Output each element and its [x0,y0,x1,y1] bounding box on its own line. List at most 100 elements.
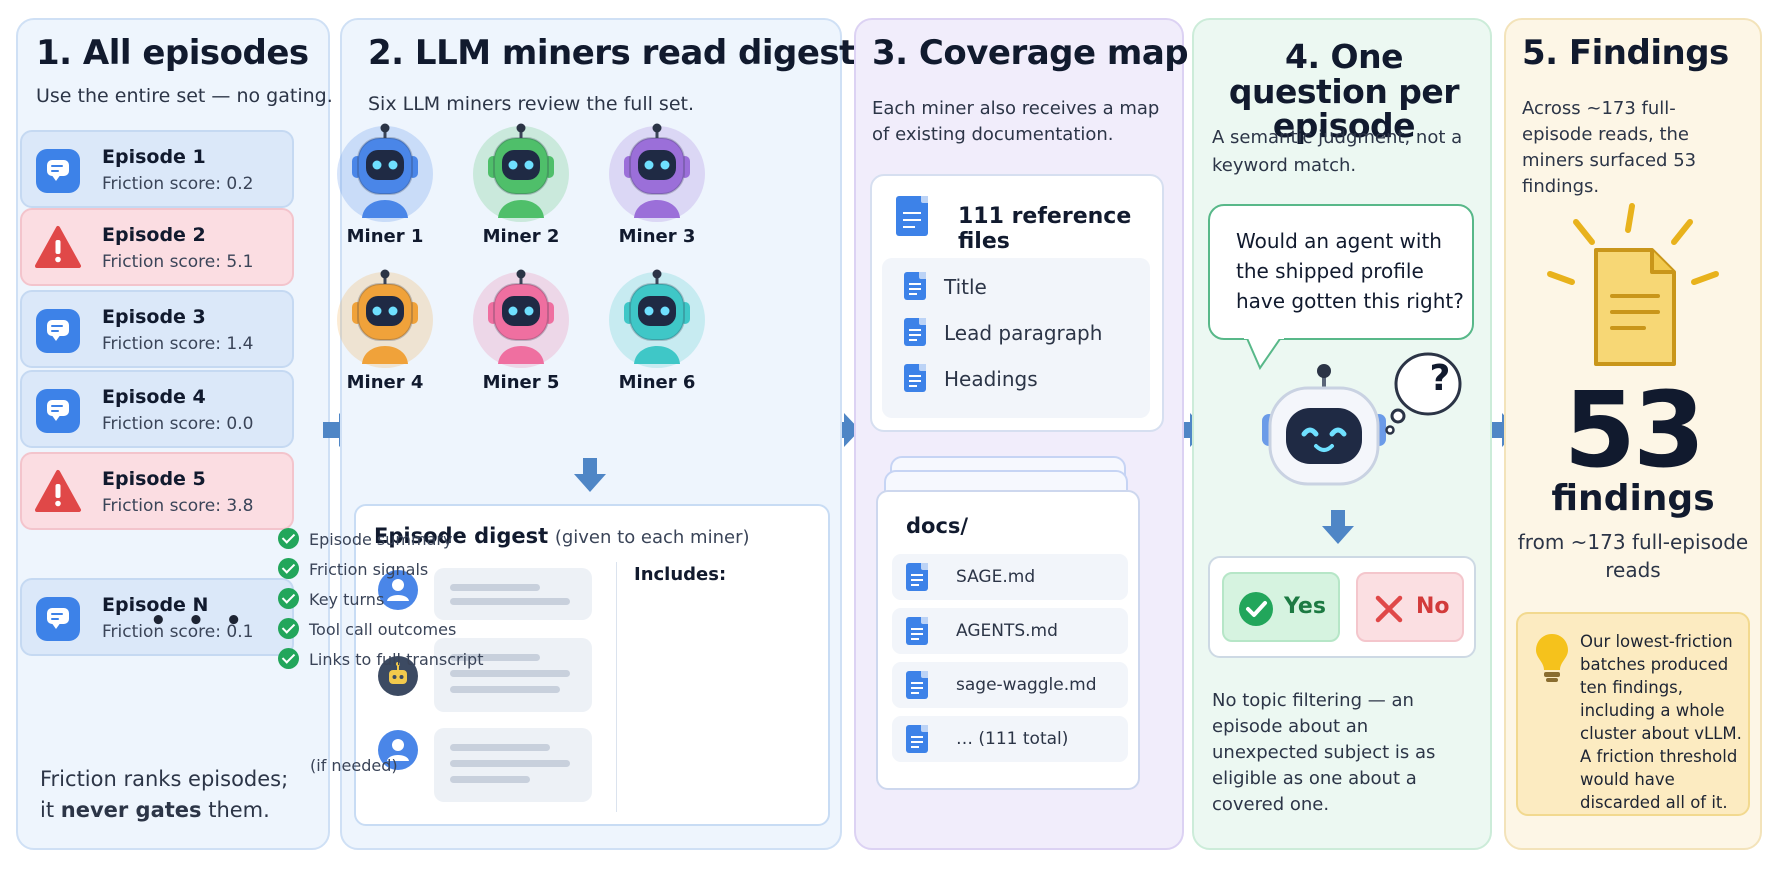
check-icon [278,588,299,609]
panel-subtitle: A semantic judgment, not a keyword match… [1212,127,1463,176]
miner-robot: Miner 3 [602,122,712,252]
footer-bold: never gates [60,798,202,822]
thought-bubble-icon [1385,352,1462,435]
message-placeholder [434,728,592,802]
message-placeholder [434,568,592,620]
docs-file[interactable]: SAGE.md [892,554,1128,600]
panel-title: 1. All episodes [36,33,309,73]
chat-icon [36,309,80,353]
docs-file-name: … (111 total) [956,729,1069,749]
miner-robot: Miner 2 [466,122,576,252]
miner-label: Miner 3 [618,226,696,247]
document-icon [904,364,926,392]
lightbulb-icon [1536,634,1568,682]
chat-message-user [378,728,598,808]
no-label: No [1416,594,1450,619]
episode-card[interactable]: Episode 1 Friction score: 0.2 [20,130,294,208]
reference-item: Title [904,272,987,300]
includes-item: Episode summary [278,526,452,553]
warning-icon [35,226,81,268]
miner-label: Miner 5 [482,372,560,393]
reference-item: Lead paragraph [904,318,1102,346]
message-placeholder [434,638,592,712]
miner-robot: Miner 1 [330,122,440,252]
yes-option: Yes [1222,572,1340,642]
panel-subtitle: Six LLM miners review the full set. [368,93,694,115]
robot-icon [337,269,433,368]
reference-item-label: Title [944,275,987,299]
ellipsis: • • • [150,606,248,636]
miner-label: Miner 2 [482,226,560,247]
includes-item-label: Key turns [309,590,385,609]
docs-file[interactable]: AGENTS.md [892,608,1128,654]
question-text: Would an agent with the shipped profile … [1236,229,1464,313]
includes-item-label: Links to full transcript [309,650,484,669]
digest-title: Episode digest [374,524,549,548]
episode-friction-score: Friction score: 0.1 [102,622,254,642]
docs-file[interactable]: … (111 total) [892,716,1128,762]
docs-file-name: sage-waggle.md [956,675,1097,695]
robot-icon [609,269,705,368]
document-icon [904,272,926,300]
includes-item-label: Tool call outcomes [309,620,457,639]
miner-label: Miner 6 [618,372,696,393]
chat-icon [36,389,80,433]
findings-document-icon [1547,203,1719,366]
findings-label: findings [1551,478,1715,519]
includes-item: Tool call outcomes [278,616,456,643]
document-icon [896,196,928,236]
check-icon [278,648,299,669]
divider [616,562,617,812]
episode-friction-score: Friction score: 0.2 [102,174,254,194]
panel-title: 5. Findings [1522,33,1729,73]
docs-file[interactable]: sage-waggle.md [892,662,1128,708]
document-icon [904,318,926,346]
arrow-down-icon [574,458,606,492]
findings-source: from ~173 full-episode reads [1517,530,1749,582]
episode-digest-card: Episode digest (given to each miner) [354,504,830,826]
panel-footer: No topic filtering — an episode about an… [1212,690,1436,815]
episode-title: Episode N [102,594,209,616]
note-card: Our lowest-friction batches produced ten… [1516,612,1750,816]
chat-icon [36,149,80,193]
episode-friction-score: Friction score: 1.4 [102,334,254,354]
document-icon [906,671,928,699]
findings-count: 53 [1563,369,1706,491]
includes-note: (if needed) [310,756,398,775]
note-text: Our lowest-friction batches produced ten… [1580,632,1742,812]
miner-label: Miner 4 [346,372,424,393]
includes-item-label: Episode summary [309,530,453,549]
panel-title: 2. LLM miners read digests [368,33,875,73]
panel-subtitle: Across ~173 full-episode reads, the mine… [1522,98,1697,197]
no-option: No [1356,572,1464,642]
footer-pre: it [40,798,61,822]
warning-icon [35,470,81,512]
includes-item-label: Friction signals [309,560,429,579]
panel-footer: Friction ranks episodes; it never gates … [40,764,288,826]
reference-item-label: Lead paragraph [944,321,1103,345]
includes-item: Friction signals [278,556,428,583]
robot-thinking-icon [1262,364,1386,486]
episode-title: Episode 4 [102,386,206,408]
chat-icon [36,597,80,641]
docs-file-name: AGENTS.md [956,621,1058,641]
episode-title: Episode 1 [102,146,206,168]
check-icon [278,558,299,579]
reference-files-title: 111 reference files [958,204,1132,254]
panel-subtitle: Use the entire set — no gating. [36,85,333,107]
episode-card[interactable]: Episode N Friction score: 0.1 [20,578,294,656]
digest-note: (given to each miner) [554,527,750,548]
episode-friction-score: Friction score: 0.0 [102,414,254,434]
document-icon [906,725,928,753]
panel-title: 4. One question per episode [1228,37,1460,146]
arrow-right-icon [828,413,860,447]
document-icon [906,563,928,591]
episode-card[interactable]: Episode 4 Friction score: 0.0 [20,370,294,448]
miner-label: Miner 1 [346,226,424,247]
check-icon [278,618,299,639]
episode-title: Episode 5 [102,468,206,490]
document-icon [906,617,928,645]
